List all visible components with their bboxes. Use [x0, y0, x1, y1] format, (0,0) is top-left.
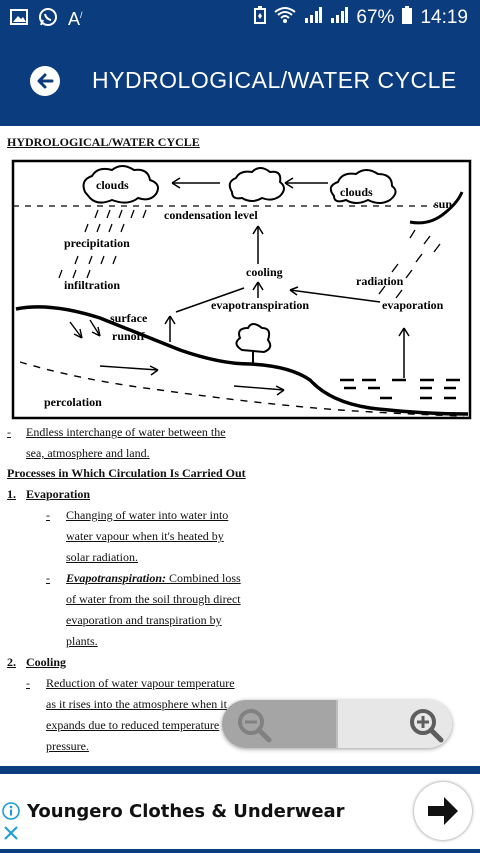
close-icon[interactable]	[2, 824, 20, 842]
cooling-heading: Cooling	[26, 655, 67, 669]
label-precipitation: precipitation	[64, 236, 130, 250]
bottom-strip	[0, 766, 480, 774]
battery-percent: 67%	[356, 7, 395, 28]
label-condensation: condensation level	[164, 208, 258, 222]
zoom-control	[222, 700, 452, 748]
info-icon[interactable]	[2, 802, 20, 820]
label-clouds-right: clouds	[340, 185, 373, 199]
document-view[interactable]: HYDROLOGICAL/WATER CYCLE clouds clouds s…	[0, 126, 480, 766]
water-cycle-diagram: clouds clouds sun radiation precipitatio…	[11, 159, 472, 420]
rain-strokes	[58, 209, 147, 279]
battery-icon	[402, 6, 413, 30]
percolation-line	[19, 361, 465, 417]
cool-b1-line-3: expands due to reduced temperature	[46, 718, 220, 732]
evaporation-number: 1.	[7, 487, 16, 501]
evap-b2-line-3: evaporation and transpiration by	[66, 613, 222, 627]
evapotranspiration-term: Evapotranspiration:	[66, 571, 167, 585]
back-arrow-icon	[37, 73, 54, 89]
ad-bottom-bar	[0, 849, 480, 853]
label-sun: sun	[434, 197, 452, 211]
sun-shape	[409, 191, 464, 225]
status-bar: A/ 67% 14:19	[0, 0, 480, 36]
zoom-in-icon	[410, 709, 444, 743]
sea-dashes	[340, 378, 460, 400]
definition-bullet: -	[7, 425, 11, 439]
label-surface: surface	[110, 311, 148, 325]
cloud-middle	[228, 167, 285, 202]
app-bar: HYDROLOGICAL/WATER CYCLE	[0, 36, 480, 126]
back-button[interactable]	[30, 66, 60, 96]
evaporation-heading: Evaporation	[26, 487, 91, 501]
signal-icon	[304, 7, 323, 29]
cool-b1-line-2: as it rises into the atmosphere when it	[46, 697, 227, 711]
arrow-right-icon	[428, 797, 458, 825]
definition-line-1: Endless interchange of water between the	[26, 425, 226, 439]
whatsapp-icon	[38, 7, 58, 32]
document-heading: HYDROLOGICAL/WATER CYCLE	[7, 135, 200, 149]
definition-line-2: sea, atmosphere and land.	[26, 446, 150, 460]
cool-bullet-1: -	[26, 676, 30, 690]
cooling-number: 2.	[7, 655, 16, 669]
ad-text[interactable]: Youngero Clothes & Underwear	[27, 801, 345, 822]
land-profile	[15, 305, 469, 416]
wifi-icon	[274, 6, 297, 30]
arrow-surface-to-cooling	[175, 287, 245, 313]
ad-banner[interactable]: Youngero Clothes & Underwear	[0, 774, 480, 853]
evap-bullet-2: -	[46, 571, 50, 585]
cloud-right	[329, 169, 397, 204]
cloud-left	[82, 165, 159, 204]
zoom-out-button[interactable]	[222, 700, 336, 748]
label-cooling: cooling	[246, 265, 283, 279]
label-percolation: percolation	[44, 395, 102, 409]
label-infiltration: infiltration	[64, 278, 120, 292]
gallery-icon	[10, 9, 28, 30]
label-evaporation: evaporation	[382, 298, 444, 312]
radiation-strokes	[378, 229, 441, 299]
font-icon: A/	[68, 9, 83, 29]
evap-b1-line-2: water vapour when it's heated by	[66, 529, 224, 543]
evap-b1-line-1: Changing of water into water into	[66, 508, 229, 522]
ad-action-button[interactable]	[414, 782, 472, 840]
cool-b1-line-4: pressure.	[46, 739, 89, 753]
evap-b2-line-1-rest: Combined loss	[166, 571, 241, 585]
battery-saver-icon	[254, 6, 267, 30]
clock: 14:19	[420, 7, 468, 28]
evap-b2-line-2: of water from the soil through direct	[66, 592, 241, 606]
zoom-out-icon	[238, 709, 272, 743]
evap-b2-line-4: plants.	[66, 634, 98, 648]
signal-icon-2	[330, 7, 349, 29]
arrow-evap-to-cooling	[289, 289, 381, 303]
zoom-in-button[interactable]	[336, 700, 452, 748]
app-title: HYDROLOGICAL/WATER CYCLE	[92, 67, 457, 93]
label-radiation: radiation	[356, 274, 404, 288]
label-evapotranspiration: evapotranspiration	[211, 298, 309, 312]
label-clouds-left: clouds	[96, 178, 129, 192]
processes-heading: Processes in Which Circulation Is Carrie…	[7, 466, 246, 480]
evap-b1-line-3: solar radiation.	[66, 550, 138, 564]
cool-b1-line-1: Reduction of water vapour temperature	[46, 676, 235, 690]
evap-bullet-1: -	[46, 508, 50, 522]
tree	[235, 323, 272, 354]
evap-b2-line-1: Evapotranspiration: Combined loss	[66, 568, 241, 589]
